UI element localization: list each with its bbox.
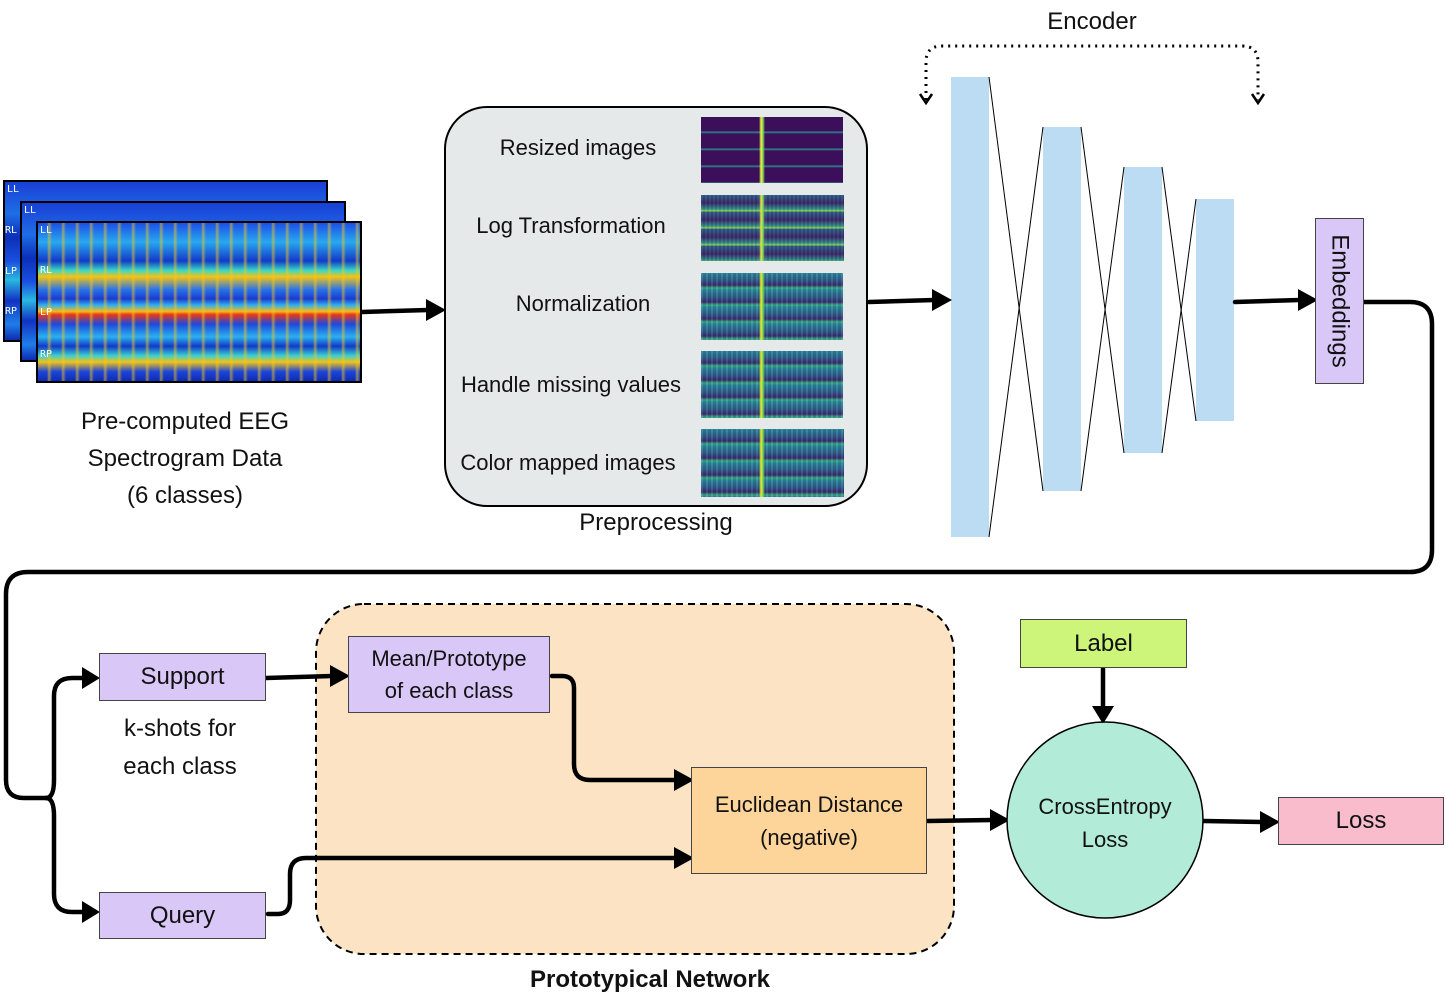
- connector-to-query: [43, 795, 87, 915]
- prototype-label-line: Mean/Prototype: [371, 645, 527, 671]
- channel-label: RP: [5, 306, 18, 317]
- encoder-layer-4: [1196, 199, 1234, 421]
- arrow-encoder-embeddings: [1232, 297, 1303, 305]
- encoder-title: Encoder: [1047, 8, 1137, 35]
- input-caption-line: (6 classes): [126, 482, 244, 509]
- support-label: Support: [140, 663, 225, 690]
- input-caption-line: Spectrogram Data: [87, 445, 283, 472]
- encoder-layer-3: [1124, 167, 1162, 453]
- loss-box: Loss: [1278, 797, 1444, 845]
- arrowheads: [82, 289, 1318, 923]
- channel-label: LP: [5, 266, 18, 277]
- encoder-layer-1: [951, 77, 989, 537]
- resized-image-thumbnail: [701, 117, 843, 183]
- input-caption: Pre-computed EEG Spectrogram Data (6 cla…: [40, 403, 330, 514]
- distance-label-line: (negative): [760, 824, 858, 850]
- channel-label: RL: [40, 265, 53, 276]
- embeddings-label: Embeddings: [1326, 234, 1354, 368]
- connector-to-support: [43, 675, 87, 801]
- preprocessing-title: Preprocessing: [579, 509, 733, 536]
- prototype-box: Mean/Prototype of each class: [348, 636, 550, 713]
- normalized-image-thumbnail: [701, 273, 843, 340]
- step-label: Log Transformation: [476, 213, 666, 238]
- crossentropy-label: CrossEntropy Loss: [1015, 790, 1195, 856]
- channel-label: LP: [40, 307, 53, 318]
- arrow-query-distance: [265, 855, 679, 917]
- label-text: Label: [1074, 629, 1133, 657]
- support-box: Support: [99, 653, 266, 701]
- step-label: Normalization: [515, 291, 651, 316]
- label-box: Label: [1020, 619, 1187, 668]
- crossentropy-circle: [1006, 721, 1204, 919]
- loss-label: Loss: [1335, 807, 1387, 834]
- missing-values-image-thumbnail: [701, 351, 843, 418]
- prototypical-network-title: Prototypical Network: [529, 966, 771, 993]
- arrow-support-prototype: [263, 673, 335, 681]
- spectrogram-card-front: LL RL LP RP: [36, 221, 362, 383]
- channel-label: RP: [40, 349, 53, 360]
- channel-label: LL: [40, 225, 53, 236]
- input-caption-line: Pre-computed EEG: [80, 408, 290, 435]
- color-mapped-image-thumbnail: [701, 429, 844, 497]
- connector-embeddings-loop: [3, 299, 1435, 801]
- query-label: Query: [149, 901, 216, 929]
- query-box: Query: [99, 892, 266, 939]
- log-image-thumbnail: [701, 195, 844, 261]
- arrow-input-preprocessing: [359, 307, 431, 315]
- support-caption: k-shots for each class: [80, 710, 280, 786]
- step-label: Color mapped images: [460, 450, 676, 475]
- crossentropy-label-line: CrossEntropy: [1038, 794, 1172, 819]
- encoder-layer-2: [1043, 127, 1081, 491]
- support-caption-line: k-shots for: [123, 715, 237, 742]
- embeddings-box: Embeddings: [1315, 218, 1364, 384]
- channel-label: LL: [24, 205, 37, 216]
- prototype-label-line: of each class: [384, 677, 514, 703]
- arrow-distance-crossentropy: [925, 817, 995, 824]
- channel-label: RL: [5, 225, 18, 236]
- distance-label-line: Euclidean Distance: [714, 791, 904, 817]
- euclidean-distance-box: Euclidean Distance (negative): [691, 767, 927, 874]
- arrow-preprocessing-encoder: [866, 297, 937, 305]
- step-label: Handle missing values: [460, 372, 682, 397]
- support-caption-line: each class: [123, 753, 237, 780]
- arrow-prototype-distance: [549, 673, 679, 783]
- encoder-connections: [988, 76, 1197, 538]
- arrow-crossentropy-loss: [1201, 818, 1265, 825]
- step-label: Resized images: [499, 135, 657, 160]
- crossentropy-label-line: Loss: [1081, 827, 1129, 852]
- channel-label: LL: [7, 184, 20, 195]
